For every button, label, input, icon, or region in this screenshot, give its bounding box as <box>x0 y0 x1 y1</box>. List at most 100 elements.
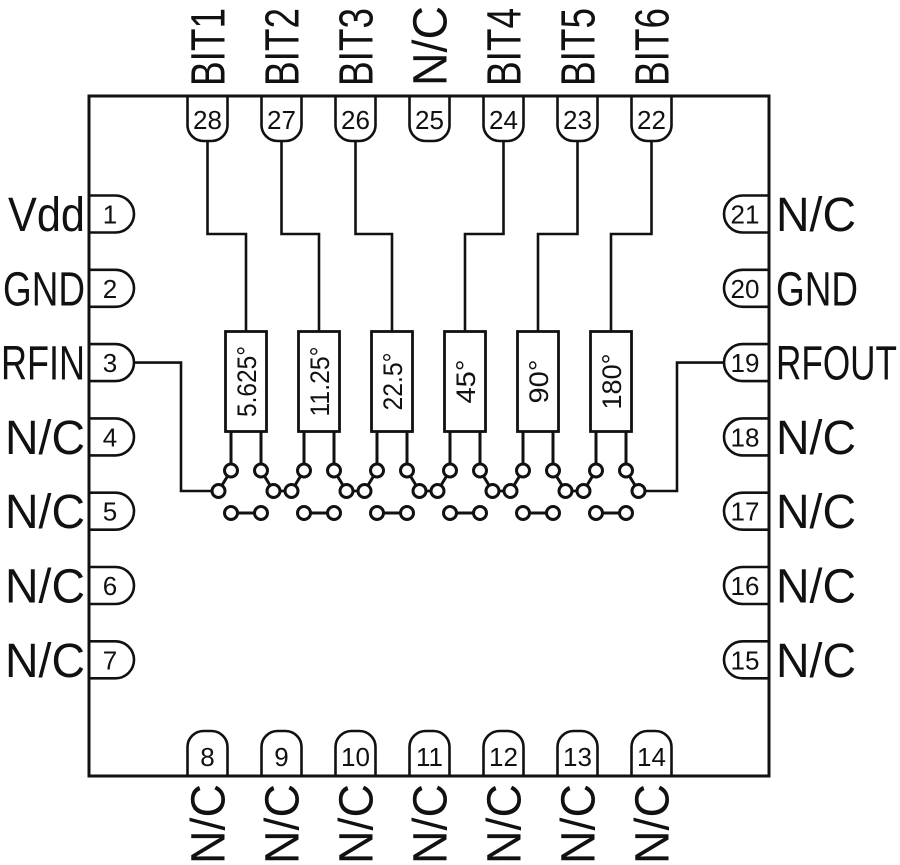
sw4-throw-out-contact <box>472 462 488 479</box>
pin-26-number: 26 <box>341 105 370 135</box>
pin-27-number: 27 <box>267 105 296 135</box>
pin-8-label: N/C <box>183 784 236 864</box>
pin-26-label: BIT3 <box>331 8 384 86</box>
sw4-pole-in-contact <box>429 483 446 499</box>
pin-21-label: N/C <box>776 189 856 242</box>
pin-7-label: N/C <box>5 635 85 688</box>
pin-1-number: 1 <box>103 200 117 230</box>
pin-16-number: 16 <box>731 571 760 601</box>
sw5-pole-out-contact <box>557 483 574 499</box>
pin-28-label: BIT1 <box>183 8 236 86</box>
pin-16-stub <box>722 565 771 606</box>
phase-block-3-label: 22.5° <box>378 353 408 411</box>
package-outline <box>87 94 771 778</box>
pin-12-number: 12 <box>489 742 518 772</box>
sw1-pole-out-contact <box>265 483 282 499</box>
sw2-throw-out-contact <box>326 462 342 479</box>
pin-6-number: 6 <box>103 571 117 601</box>
pin-23-number: 23 <box>563 105 592 135</box>
sw3-pole-out-contact <box>411 483 428 499</box>
phase-block-6-label: 180° <box>597 354 627 410</box>
pin-1-label: Vdd <box>8 189 85 242</box>
bit-wire-pin-28 <box>206 141 248 332</box>
pin-5-label: N/C <box>5 486 85 539</box>
pin-1-stub <box>87 194 136 234</box>
pin-21-stub <box>722 194 771 234</box>
sw2-pole-in-contact <box>283 483 300 499</box>
sw1-bypass-l-contact <box>223 505 239 521</box>
pin-9-stub <box>260 729 303 776</box>
phase-block-2-label: 11.25° <box>305 347 335 417</box>
pin-8-number: 8 <box>200 742 214 772</box>
phase-block-2 <box>297 330 341 433</box>
pin-3-stub <box>87 342 136 383</box>
phase-block-1 <box>224 330 268 433</box>
sw6-throw-out-contact <box>618 462 634 479</box>
sw2-throw-in-contact <box>296 462 312 479</box>
sw1-throw-in-contact <box>223 462 239 479</box>
phase-block-4-label: 45° <box>451 360 481 404</box>
pin-5-number: 5 <box>103 497 117 527</box>
pin-9-label: N/C <box>257 784 310 864</box>
phase-block-1-label: 5.625° <box>232 346 262 417</box>
pin-20-label: GND <box>776 263 858 316</box>
pin-5-stub <box>87 491 136 531</box>
phase-block-4 <box>443 330 487 433</box>
pin-17-stub <box>722 491 771 531</box>
sw3-bypass-l-contact <box>369 505 385 521</box>
pin-10-number: 10 <box>341 742 370 772</box>
sw4-bypass-r-contact <box>472 505 488 521</box>
bit-wire-pin-27 <box>280 141 321 332</box>
pin-21-number: 21 <box>731 200 760 230</box>
pin-11-stub <box>408 729 451 776</box>
pin-25-stub <box>408 96 451 143</box>
pin-25-number: 25 <box>415 105 444 135</box>
pin-25-label: N/C <box>405 6 458 86</box>
bit-wire-pin-24 <box>463 141 505 332</box>
sw5-throw-out-contact <box>545 462 561 479</box>
pin-16-label: N/C <box>776 561 856 614</box>
pin-14-stub <box>630 729 673 776</box>
pin-7-number: 7 <box>103 645 117 675</box>
pin-2-label: GND <box>3 263 85 316</box>
sw1-bypass-r-contact <box>253 505 269 521</box>
pin-12-stub <box>482 729 525 776</box>
pin-11-label: N/C <box>405 784 458 864</box>
rfin-wire <box>134 361 219 493</box>
sw3-throw-out-contact <box>399 462 415 479</box>
sw3-throw-in-contact <box>369 462 385 479</box>
pin-4-number: 4 <box>103 422 117 452</box>
pin-27-label: BIT2 <box>257 8 310 86</box>
bit-wire-pin-23 <box>536 141 579 332</box>
phase-block-3 <box>370 330 414 433</box>
sw5-bypass-l-contact <box>515 505 531 521</box>
sw6-pole-in-contact <box>575 483 592 499</box>
pin-28-number: 28 <box>193 105 222 135</box>
pin-18-stub <box>722 417 771 457</box>
sw3-pole-in-contact <box>356 483 373 499</box>
pin-14-label: N/C <box>627 784 680 864</box>
pin-15-number: 15 <box>731 645 760 675</box>
phase-block-6 <box>589 330 633 433</box>
sw4-pole-out-contact <box>484 483 501 499</box>
sw2-bypass-l-contact <box>296 505 312 521</box>
pin-13-label: N/C <box>553 784 606 864</box>
pin-23-label: BIT5 <box>553 8 606 86</box>
sw6-throw-in-contact <box>588 462 604 479</box>
sw6-bypass-r-contact <box>618 505 634 521</box>
pin-2-number: 2 <box>103 274 117 304</box>
pin-10-stub <box>334 729 377 776</box>
pin-20-number: 20 <box>731 274 760 304</box>
pin-17-label: N/C <box>776 486 856 539</box>
pin-11-number: 11 <box>416 742 443 772</box>
sw5-pole-in-contact <box>502 483 519 499</box>
pin-10-label: N/C <box>331 784 384 864</box>
pin-4-label: N/C <box>5 412 85 465</box>
sw5-bypass-r-contact <box>545 505 561 521</box>
pin-12-label: N/C <box>479 784 532 864</box>
pin-6-label: N/C <box>5 561 85 614</box>
sw2-pole-out-contact <box>338 483 355 499</box>
sw6-bypass-l-contact <box>588 505 604 521</box>
phase-block-5-label: 90° <box>524 360 554 404</box>
